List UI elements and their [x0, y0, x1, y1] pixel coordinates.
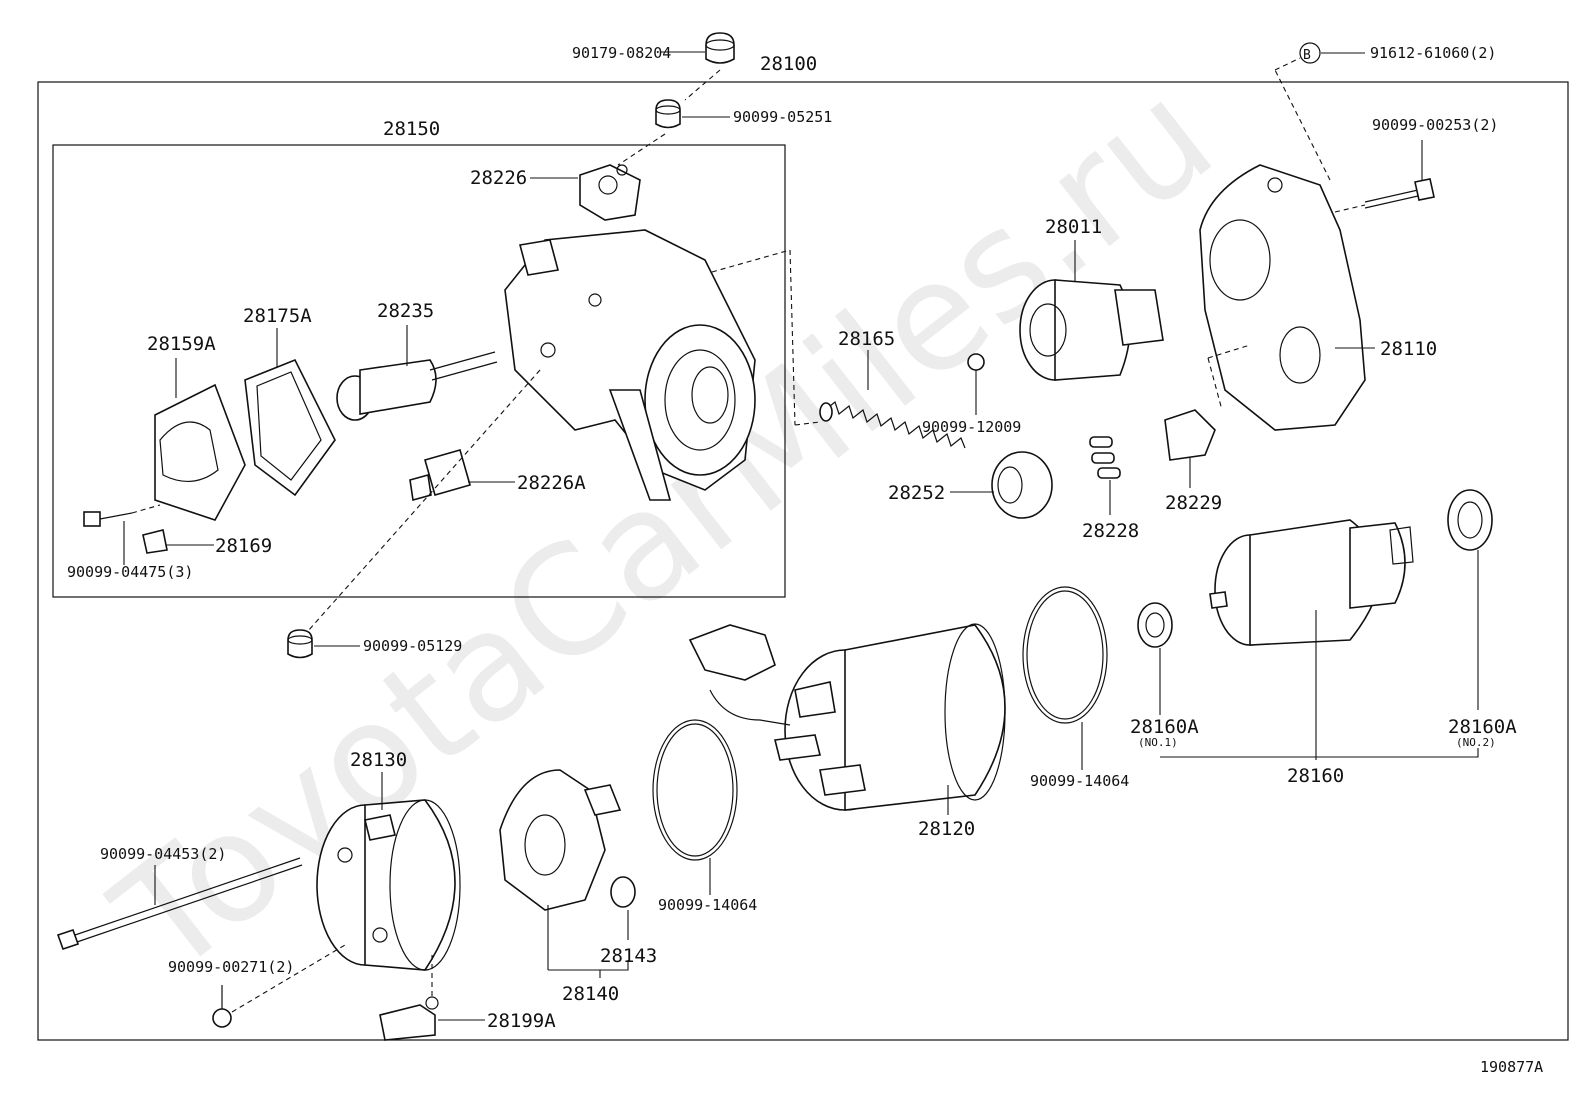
label-90099-14064-upper: 90099-14064: [1030, 772, 1129, 790]
clip-28199A[interactable]: [379, 996, 439, 1041]
label-28110: 28110: [1380, 338, 1437, 360]
label-90099-00253: 90099-00253(2): [1372, 116, 1498, 134]
cover-28159A[interactable]: [154, 383, 246, 521]
label-28160A-no1: 28160A: [1130, 716, 1199, 738]
label-90099-04475: 90099-04475(3): [67, 563, 193, 581]
label-28143: 28143: [600, 945, 657, 967]
bolt-90099-00253[interactable]: [1364, 178, 1435, 209]
spring-28143[interactable]: [610, 876, 636, 908]
label-28169: 28169: [215, 535, 272, 557]
clutch-28011[interactable]: [1019, 279, 1164, 381]
clip-28169[interactable]: [142, 529, 168, 554]
ball-90099-12009[interactable]: [967, 353, 985, 371]
label-90099-14064-lower: 90099-14064: [658, 896, 757, 914]
label-90099-12009: 90099-12009: [922, 418, 1021, 436]
label-28229: 28229: [1165, 492, 1222, 514]
label-28228: 28228: [1082, 520, 1139, 542]
oring-90099-14064-lower[interactable]: [652, 719, 738, 861]
label-28130: 28130: [350, 749, 407, 771]
label-28150: 28150: [383, 118, 440, 140]
armature-28160[interactable]: [1209, 519, 1414, 646]
label-90099-05251: 90099-05251: [733, 108, 832, 126]
figure-code: 190877A: [1480, 1058, 1543, 1076]
yoke-28120[interactable]: [688, 623, 1006, 811]
end-frame-28130[interactable]: [316, 799, 461, 971]
oring-90099-14064-upper[interactable]: [1022, 586, 1108, 724]
ref-b-circle: [1299, 42, 1321, 64]
cap-90099-05129[interactable]: [287, 629, 313, 659]
label-28160A-no2-sub: (NO.2): [1456, 736, 1496, 749]
label-90099-00271: 90099-00271(2): [168, 958, 294, 976]
gasket-28175A[interactable]: [244, 358, 336, 497]
gear-28252[interactable]: [991, 451, 1053, 519]
bearing-28160A-no2[interactable]: [1447, 489, 1493, 551]
spring-28165[interactable]: [819, 400, 966, 449]
label-28165: 28165: [838, 328, 895, 350]
assembly-frame-28100: [37, 81, 1569, 1041]
drive-housing-28110[interactable]: [1199, 164, 1366, 431]
label-90179-08204: 90179-08204: [572, 44, 671, 62]
label-28159A: 28159A: [147, 333, 216, 355]
label-90099-05129: 90099-05129: [363, 637, 462, 655]
bolt-90099-04475[interactable]: [83, 511, 133, 527]
screw-90099-00271[interactable]: [212, 985, 232, 1028]
label-28100: 28100: [760, 53, 817, 75]
label-28120: 28120: [918, 818, 975, 840]
label-28160A-no2: 28160A: [1448, 716, 1517, 738]
cap-90099-05251[interactable]: [655, 99, 681, 129]
retainer-28229[interactable]: [1164, 409, 1216, 461]
label-28226: 28226: [470, 167, 527, 189]
label-28175A: 28175A: [243, 305, 312, 327]
label-28226A: 28226A: [517, 472, 586, 494]
cap-90179-08204[interactable]: [705, 32, 735, 64]
subassembly-frame-28150: [52, 144, 786, 598]
bearing-28160A-no1[interactable]: [1137, 602, 1173, 648]
brush-holder-28140[interactable]: [499, 769, 622, 911]
label-28011: 28011: [1045, 216, 1102, 238]
label-ref-b: B: [1303, 48, 1311, 63]
label-28235: 28235: [377, 300, 434, 322]
label-28199A: 28199A: [487, 1010, 556, 1032]
label-90099-04453: 90099-04453(2): [100, 845, 226, 863]
pins-28228[interactable]: [1089, 436, 1121, 479]
plunger-28235[interactable]: [336, 351, 498, 421]
sensor-28226A[interactable]: [409, 449, 471, 502]
watermark-text: ToyotaCarMiles.ru: [84, 49, 1244, 1009]
through-bolt-90099-04453[interactable]: [56, 857, 303, 951]
label-28160: 28160: [1287, 765, 1344, 787]
label-28160A-no1-sub: (NO.1): [1138, 736, 1178, 749]
label-28140: 28140: [562, 983, 619, 1005]
label-28252: 28252: [888, 482, 945, 504]
terminal-28226[interactable]: [579, 164, 641, 221]
label-91612-61060: 91612-61060(2): [1370, 44, 1496, 62]
solenoid-housing-28150[interactable]: [504, 229, 756, 501]
